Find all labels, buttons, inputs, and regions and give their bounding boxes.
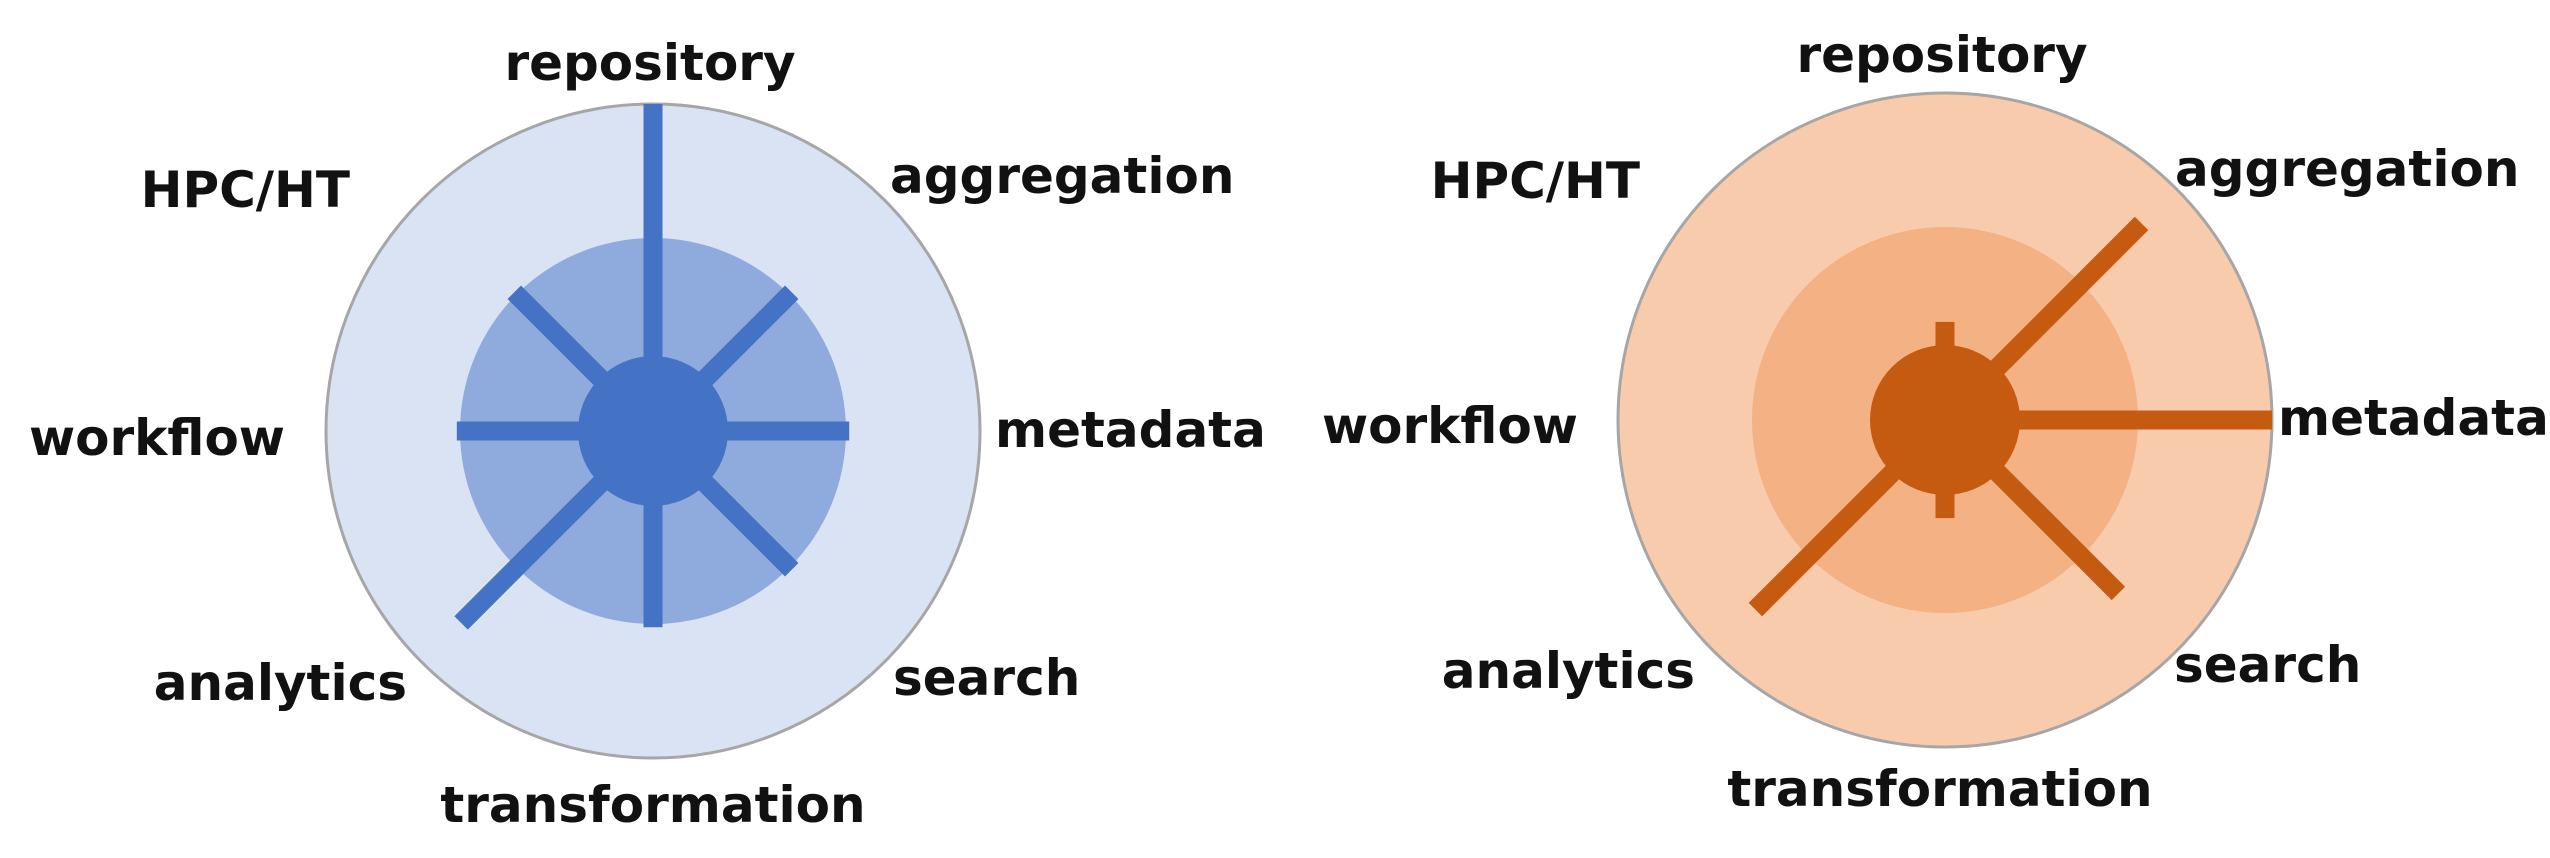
label-aggregation: aggregation	[890, 147, 1234, 205]
label-aggregation: aggregation	[2175, 140, 2519, 198]
center-hub	[578, 356, 728, 506]
label-search: search	[2174, 636, 2361, 694]
label-transformation: transformation	[1727, 760, 2152, 818]
label-repository: repository	[504, 34, 795, 92]
label-workflow: workflow	[29, 409, 285, 467]
center-hub	[1870, 345, 2020, 495]
label-search: search	[893, 649, 1080, 707]
capability-wheel-orange: repository aggregation metadata search t…	[1322, 26, 2549, 818]
label-hpc-ht: HPC/HT	[1431, 152, 1640, 210]
label-metadata: metadata	[2278, 389, 2549, 447]
label-transformation: transformation	[440, 776, 865, 834]
label-workflow: workflow	[1322, 397, 1578, 455]
label-metadata: metadata	[995, 401, 1266, 459]
label-analytics: analytics	[154, 654, 407, 712]
label-hpc-ht: HPC/HT	[141, 161, 350, 219]
capability-wheel-blue: repository aggregation metadata search t…	[29, 34, 1266, 834]
label-repository: repository	[1796, 26, 2087, 84]
label-analytics: analytics	[1442, 642, 1695, 700]
